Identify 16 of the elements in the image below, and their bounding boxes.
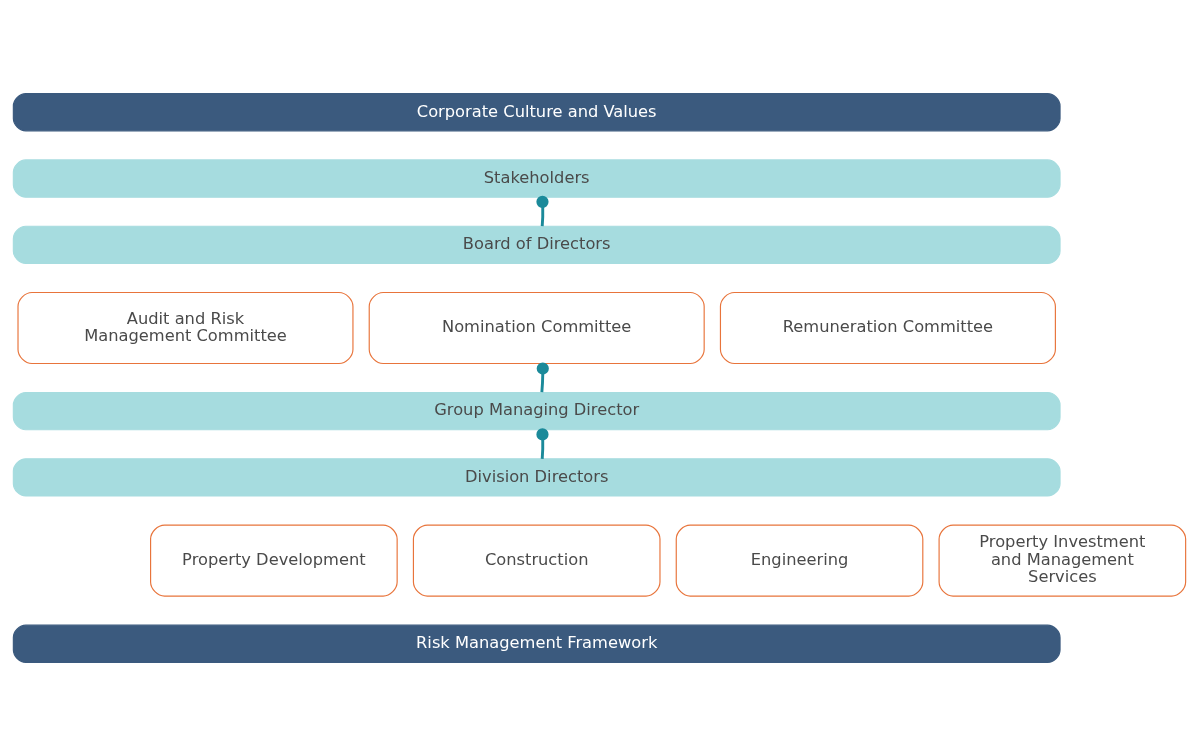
connector (536, 428, 549, 459)
node-box: Stakeholders (12, 159, 1061, 198)
node-box: Audit and Risk Management Committee (17, 291, 354, 365)
node-box: Risk Management Framework (12, 624, 1061, 663)
node-box: Board of Directors (12, 225, 1061, 265)
node-box: Engineering (675, 524, 924, 597)
connector (536, 195, 549, 227)
node-box: Property Investment and Management Services (938, 524, 1187, 597)
connector (536, 362, 549, 393)
node-box: Property Development (150, 524, 398, 597)
node-box: Group Managing Director (12, 391, 1061, 431)
node-box: Construction (412, 524, 661, 597)
node-box: Division Directors (12, 458, 1061, 497)
node-box: Nomination Committee (368, 291, 705, 365)
node-box: Remuneration Committee (719, 291, 1056, 365)
node-box: Corporate Culture and Values (12, 93, 1061, 132)
